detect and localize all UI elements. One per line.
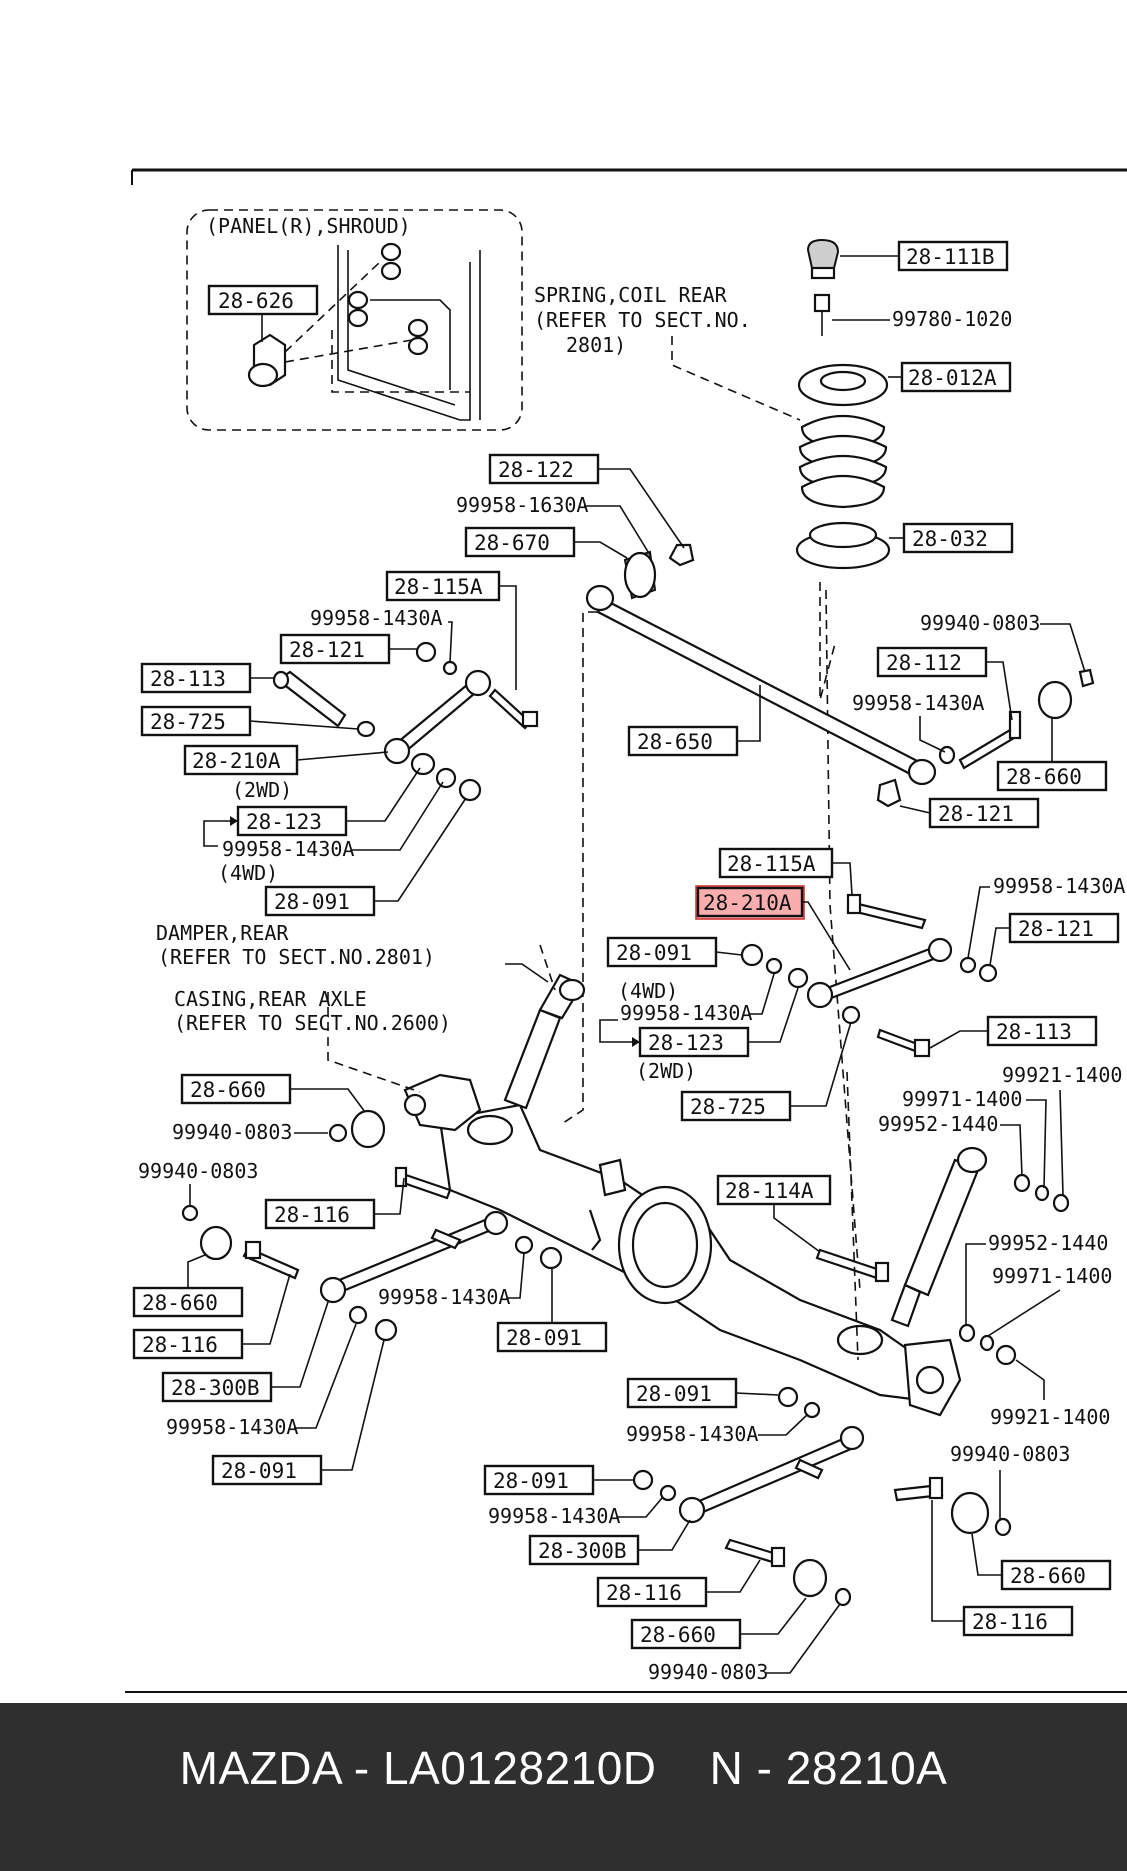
label-99940-0803-lower-right: 99940-0803 — [950, 1442, 1070, 1466]
label-28-725-middle: 28-725 — [690, 1095, 766, 1119]
label-99958-1430A-9: 99958-1430A — [488, 1504, 620, 1528]
damper-note-line2: (REFER TO SECT.NO.2801) — [158, 945, 435, 969]
label-28-660-lower-right: 28-660 — [1010, 1564, 1086, 1588]
label-99952-1440-lower: 99952-1440 — [988, 1231, 1108, 1255]
label-99958-1430A-8: 99958-1430A — [626, 1422, 758, 1446]
label-28-116-lower-right: 28-116 — [972, 1610, 1048, 1634]
label-28-091-lower: 28-091 — [493, 1469, 569, 1493]
label-99952-1440-upper: 99952-1440 — [878, 1112, 998, 1136]
label-99958-1430A-2: 99958-1430A — [222, 837, 354, 861]
caption-bar: MAZDA - LA0128210D N - 28210A — [0, 1703, 1127, 1871]
label-28-091-lower-center: 28-091 — [636, 1382, 712, 1406]
note-4wd-upper: (4WD) — [218, 861, 278, 885]
upper-left-link — [272, 641, 539, 802]
label-28-300B-left: 28-300B — [171, 1376, 260, 1400]
label-28-116-far-left: 28-116 — [142, 1333, 218, 1357]
panel-shroud-inset: (PANEL(R),SHROUD) — [186, 209, 523, 431]
spring-assembly — [795, 238, 891, 1291]
note-4wd-middle: (4WD) — [618, 979, 678, 1003]
label-28-660-far-left: 28-660 — [142, 1291, 218, 1315]
label-28-091-middle: 28-091 — [616, 941, 692, 965]
label-28-660-upper-right: 28-660 — [1006, 765, 1082, 789]
label-28-123-middle: 28-123 — [648, 1031, 724, 1055]
label-28-115A-middle: 28-115A — [727, 852, 816, 876]
lateral-rod — [559, 543, 1095, 1126]
label-99958-1430A-5: 99958-1430A — [620, 1001, 752, 1025]
label-99958-1430A-6: 99958-1430A — [378, 1285, 510, 1309]
spring-note-line1: SPRING,COIL REAR — [534, 283, 728, 307]
label-28-300B-lower: 28-300B — [538, 1539, 627, 1563]
label-99971-1400-upper: 99971-1400 — [902, 1087, 1022, 1111]
label-28-113-upper-left: 28-113 — [150, 667, 226, 691]
label-28-114A: 28-114A — [725, 1179, 814, 1203]
label-99958-1630A: 99958-1630A — [456, 493, 588, 517]
spring-note-line2: (REFER TO SECT.NO. — [534, 308, 751, 332]
lower-left-arm — [181, 1109, 563, 1342]
label-28-091-center: 28-091 — [506, 1326, 582, 1350]
label-28-115A-upper: 28-115A — [394, 575, 483, 599]
label-28-670: 28-670 — [474, 531, 550, 555]
label-99780-1020: 99780-1020 — [892, 307, 1012, 331]
label-99958-1430A-1: 99958-1430A — [310, 606, 442, 630]
label-28-091-upper-left: 28-091 — [274, 890, 350, 914]
label-99921-1400-lower: 99921-1400 — [990, 1405, 1110, 1429]
label-28-111B: 28-111B — [906, 245, 995, 269]
label-28-121-right: 28-121 — [1018, 917, 1094, 941]
highlight-28-210A — [695, 885, 805, 920]
label-28-116-left-upper: 28-116 — [274, 1203, 350, 1227]
callout-box-28-626 — [207, 284, 319, 316]
label-28-660-left: 28-660 — [190, 1078, 266, 1102]
panel-shroud-note: (PANEL(R),SHROUD) — [206, 214, 411, 238]
lower-right-arm — [632, 1248, 1012, 1607]
label-28-650: 28-650 — [637, 730, 713, 754]
shock-absorbers — [503, 973, 1070, 1366]
label-28-626: 28-626 — [218, 289, 294, 313]
label-99971-1400-lower: 99971-1400 — [992, 1264, 1112, 1288]
note-2wd-middle: (2WD) — [636, 1059, 696, 1083]
label-99958-1430A-3: 99958-1430A — [852, 691, 984, 715]
label-28-122: 28-122 — [498, 458, 574, 482]
label-99940-0803-bottom: 99940-0803 — [648, 1660, 768, 1684]
label-28-725-upper-left: 28-725 — [150, 710, 226, 734]
casing-note-line1: CASING,REAR AXLE — [174, 987, 367, 1011]
label-28-121-upper-left: 28-121 — [289, 638, 365, 662]
label-99958-1430A-4: 99958-1430A — [993, 874, 1125, 898]
note-2wd-upper: (2WD) — [232, 778, 292, 802]
label-99940-0803-far-left: 99940-0803 — [138, 1159, 258, 1183]
label-28-123-upper: 28-123 — [246, 810, 322, 834]
label-28-113-right: 28-113 — [996, 1020, 1072, 1044]
damper-note-line1: DAMPER,REAR — [156, 921, 289, 945]
label-28-210A-upper-left: 28-210A — [192, 749, 281, 773]
casing-note-line2: (REFER TO SECT.NO.2600) — [174, 1011, 451, 1035]
label-28-660-lower-center: 28-660 — [640, 1623, 716, 1647]
label-28-112: 28-112 — [886, 651, 962, 675]
rear-axle-housing — [403, 1073, 962, 1417]
label-28-091-lower-left: 28-091 — [221, 1459, 297, 1483]
label-28-116-lower-center: 28-116 — [606, 1581, 682, 1605]
label-99940-0803-upper-right: 99940-0803 — [920, 611, 1040, 635]
label-28-032: 28-032 — [912, 527, 988, 551]
label-99958-1430A-7: 99958-1430A — [166, 1415, 298, 1439]
label-28-121-upper-right: 28-121 — [938, 802, 1014, 826]
label-99940-0803-left: 99940-0803 — [172, 1120, 292, 1144]
label-99921-1400-upper: 99921-1400 — [1002, 1063, 1122, 1087]
spring-note-line3: 2801) — [566, 333, 626, 357]
label-28-210A-highlighted[interactable]: 28-210A — [703, 891, 792, 915]
caption-text: MAZDA - LA0128210D N - 28210A — [179, 1742, 948, 1794]
right-middle-link — [740, 893, 998, 1058]
label-28-012A: 28-012A — [908, 366, 997, 390]
